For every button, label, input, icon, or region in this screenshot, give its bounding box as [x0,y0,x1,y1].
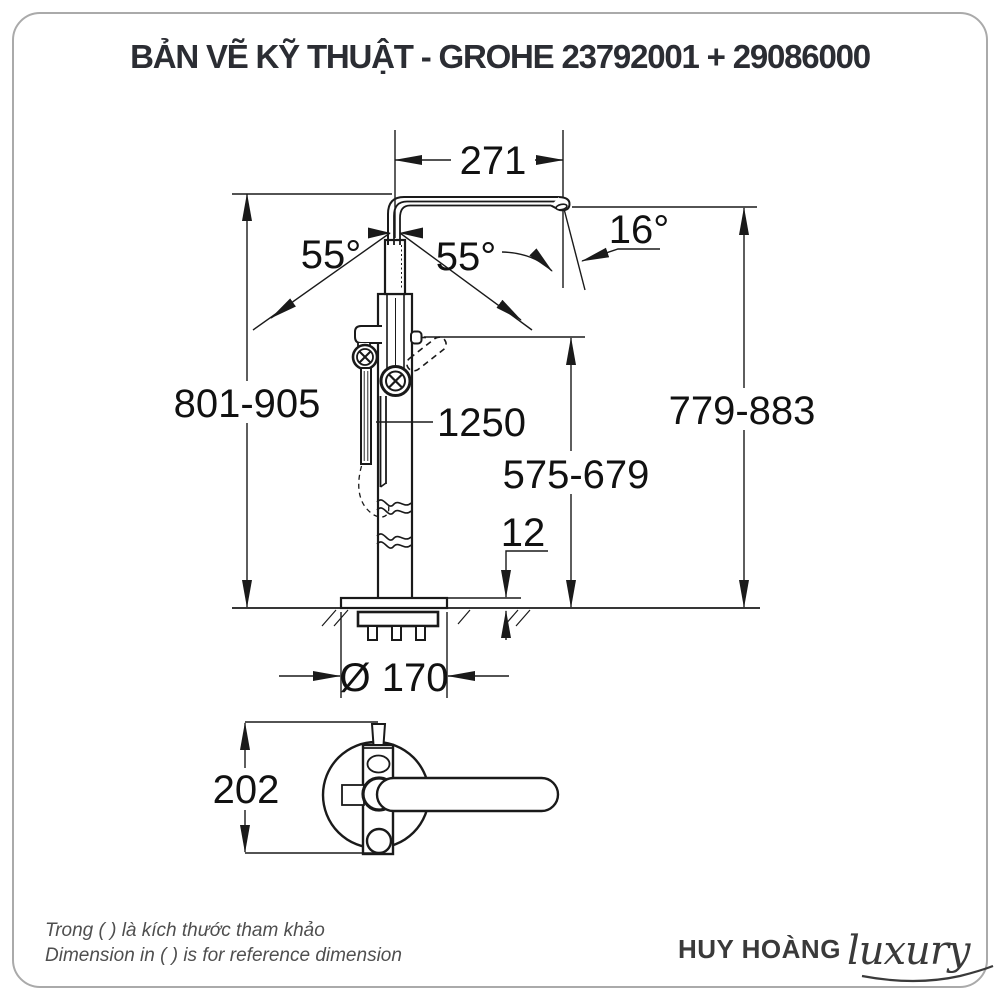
angle-arc-arrow [501,248,553,272]
spout [387,196,571,245]
pipe-break [376,499,412,549]
brand-swash [861,964,994,983]
footer-note-en: Dimension in ( ) is for reference dimens… [45,945,402,966]
hose-joint-lower [379,365,412,397]
hand-shower [358,367,390,518]
aerator [555,203,568,211]
dim-angle-right-label: 55° [436,235,497,279]
swivel-arrows [368,227,423,239]
dim-height-right-label: 779-883 [669,389,816,433]
spout-neck [383,238,407,296]
shower-spray-outline [358,465,390,518]
dim-base-diameter-label: Ø 170 [340,656,449,700]
handle-alt-position [406,336,447,372]
diverter-knob [410,330,423,345]
faucet-front-view [339,196,571,641]
dim-plate-thickness-label: 12 [501,511,546,555]
base-plate [339,596,449,610]
angle-arrow-left [270,298,296,319]
dim-angle-left-label: 55° [301,233,362,277]
dim-spout-reach-label: 271 [460,139,527,183]
dim-depth-label: 202 [213,768,280,812]
dim-handle-height-label: 575-679 [503,453,650,497]
lever-handle [354,325,382,344]
side-port-top [341,784,365,806]
page-title: BẢN VẼ KỸ THUẬT - GROHE 23792001 + 29086… [130,38,871,75]
handle-stem-top [370,723,387,746]
shower-hose [379,396,387,488]
mounting-bracket [356,610,440,628]
dim-hose-length-label: 1250 [437,401,526,445]
handle-top [366,754,391,774]
angle-leader-16 [581,247,660,262]
floor-hatching [321,609,531,627]
dim-angle-spout-label: 16° [609,208,670,252]
top-view-ext-lines [245,421,433,854]
dim-height-left-label: 801-905 [174,382,321,426]
faucet-top-view [321,723,560,856]
shower-holder-top [365,827,393,855]
dim-leader-12 [501,550,548,598]
spout-angle-line [562,204,586,291]
angle-arrow-right [496,299,522,321]
floor [232,607,760,627]
dimension-labels: 271 801-905 779-883 575-679 1250 12 Ø 17… [168,136,822,812]
hose-joint-upper [351,343,379,371]
brand-name: HUY HOÀNG [678,934,841,964]
mounting-bolts [367,625,426,641]
spout-top [375,776,560,813]
footer-note-vi: Trong ( ) là kích thước tham khảo [45,920,325,941]
brand-suffix: luxury [846,928,971,974]
